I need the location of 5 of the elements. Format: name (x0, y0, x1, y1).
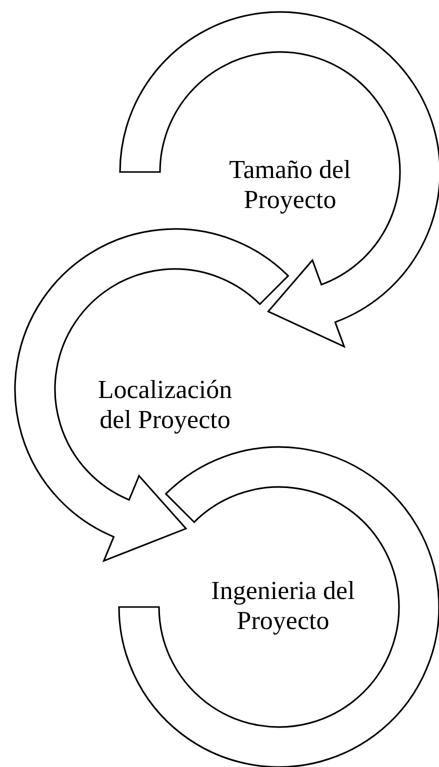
circular-arrow (119, 11, 439, 348)
node-label: Localización del Proyecto (96, 375, 234, 435)
node-label: Ingenieria del Proyecto (210, 576, 356, 636)
node-label: Tamaño del Proyecto (228, 155, 352, 215)
circular-arrow (14, 228, 289, 562)
